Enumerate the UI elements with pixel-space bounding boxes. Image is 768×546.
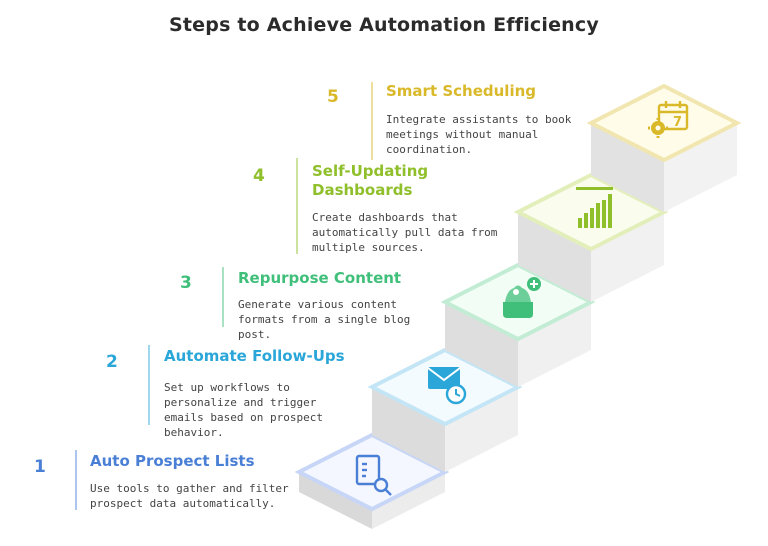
step-1-title: Auto Prospect Lists xyxy=(90,452,255,470)
svg-text:7: 7 xyxy=(673,115,682,130)
step-2-description: Set up workflows to personalize and trig… xyxy=(164,381,323,439)
email-clock-icon xyxy=(427,367,467,405)
step-1-divider xyxy=(75,450,77,510)
step-5-divider xyxy=(371,82,373,160)
step-3-divider xyxy=(222,267,224,327)
document-search-icon xyxy=(355,454,392,496)
step-3-number: 3 xyxy=(180,273,192,293)
calendar-gear-icon: 7 xyxy=(648,101,689,138)
bar-chart-icon xyxy=(576,187,613,228)
step-1-number: 1 xyxy=(34,457,46,477)
step-3-title: Repurpose Content xyxy=(238,269,402,287)
step-5-title: Smart Scheduling xyxy=(386,82,537,100)
diagram-title: Steps to Achieve Automation Efficiency xyxy=(169,14,599,36)
step-4-number: 4 xyxy=(253,166,265,186)
step-2-divider xyxy=(148,345,150,425)
step-4-title: Self-Updating Dashboards xyxy=(312,162,429,199)
step-5-number: 5 xyxy=(327,87,339,107)
step-5-description: Integrate assistants to book meetings wi… xyxy=(386,113,572,156)
content-add-icon xyxy=(503,277,541,318)
step-2-title: Automate Follow-Ups xyxy=(164,347,345,365)
step-4-description: Create dashboards that automatically pul… xyxy=(312,211,498,254)
step-3-description: Generate various content formats from a … xyxy=(238,298,411,341)
step-1-description: Use tools to gather and filter prospect … xyxy=(90,482,289,510)
step-4-divider xyxy=(296,158,298,254)
stair-step-5: 7 xyxy=(586,83,742,212)
step-2-number: 2 xyxy=(106,352,118,372)
